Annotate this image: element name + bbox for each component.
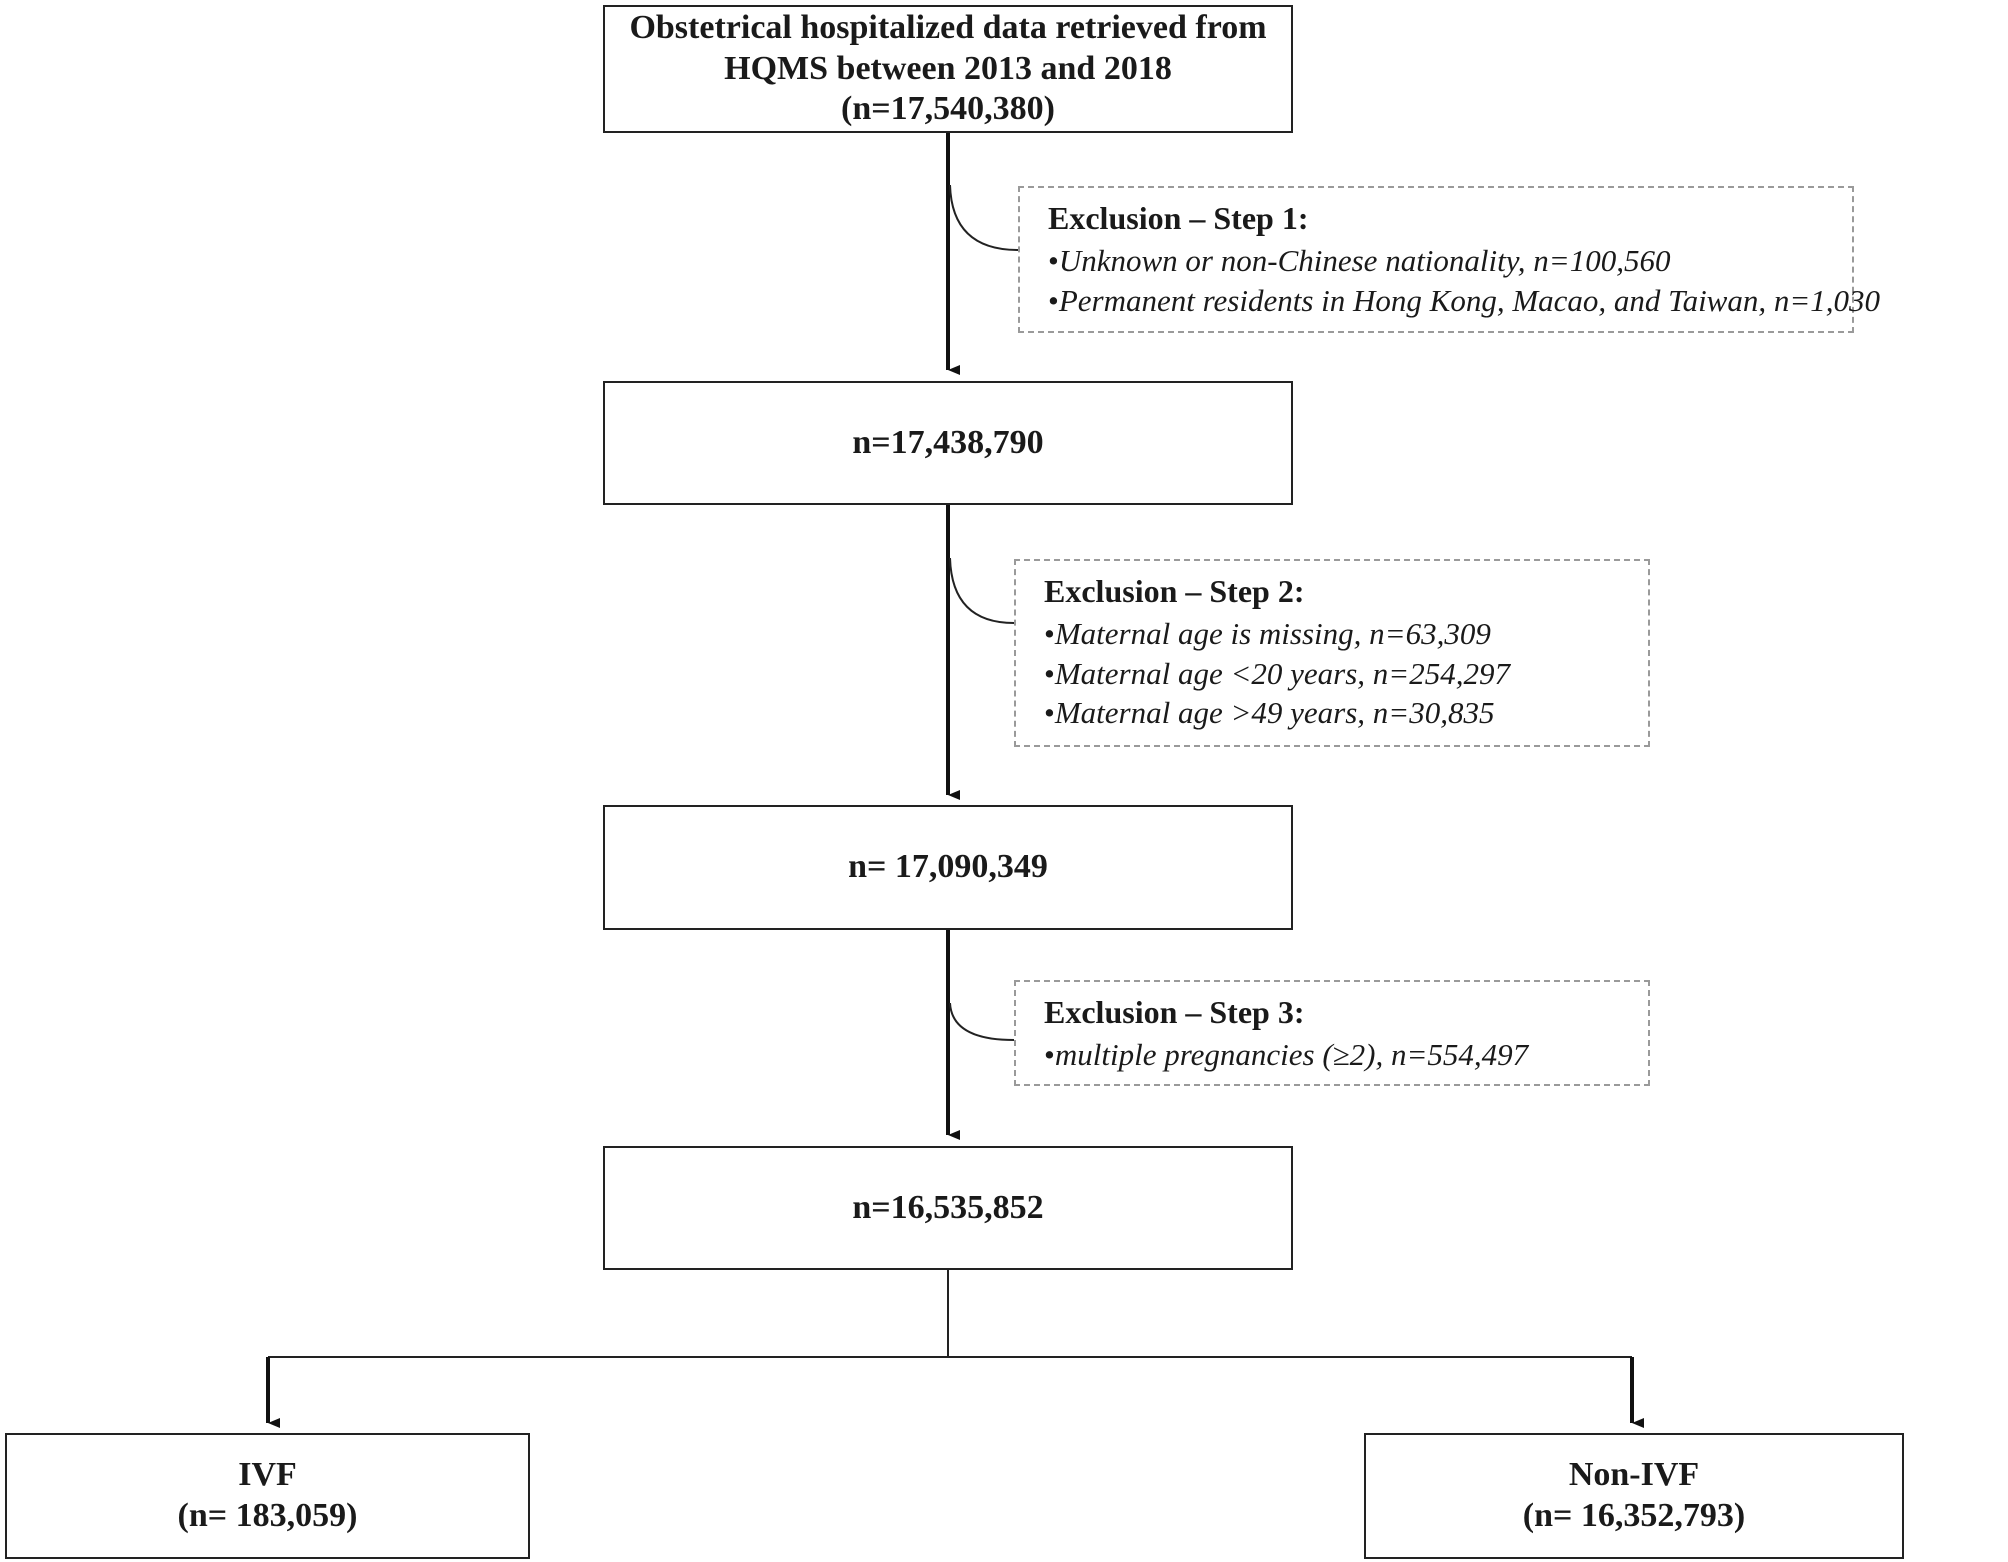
- exclusion-step1-title: Exclusion – Step 1:: [1048, 200, 1309, 236]
- non-ivf-box: Non-IVF (n= 16,352,793): [1364, 1433, 1904, 1559]
- exclusion-step1-item-text: Permanent residents in Hong Kong, Macao,…: [1058, 282, 1881, 318]
- bullet-mark: •: [1048, 282, 1059, 318]
- after-step3-count: n=16,535,852: [852, 1188, 1044, 1226]
- exclusion-step3-item: •multiple pregnancies (≥2), n=554,497: [1044, 1035, 1632, 1075]
- non-ivf-label: Non-IVF: [1568, 1456, 1700, 1494]
- exclusion-step2-item: •Maternal age is missing, n=63,309: [1044, 614, 1632, 654]
- after-step2-box: n= 17,090,349: [603, 805, 1293, 930]
- exclusion-step1-item-text: Unknown or non-Chinese nationality, n=10…: [1058, 242, 1671, 278]
- bullet-mark: •: [1044, 615, 1055, 651]
- exclusion-step2-box: Exclusion – Step 2: •Maternal age is mis…: [1014, 559, 1650, 747]
- exclusion-step2-item-text: Maternal age >49 years, n=30,835: [1054, 695, 1495, 731]
- exclusion-step3-box: Exclusion – Step 3: •multiple pregnancie…: [1014, 980, 1650, 1086]
- after-step1-count: n=17,438,790: [852, 423, 1044, 461]
- exclusion-step1-box: Exclusion – Step 1: •Unknown or non-Chin…: [1018, 186, 1880, 333]
- branch-to-exclusion-1: [949, 184, 1019, 251]
- ivf-box: IVF (n= 183,059): [5, 1433, 530, 1559]
- bullet-mark: •: [1044, 655, 1055, 691]
- exclusion-step3-title: Exclusion – Step 3:: [1044, 994, 1305, 1030]
- start-box-line3: (n=17,540,380): [841, 90, 1055, 128]
- bullet-mark: •: [1044, 695, 1055, 731]
- exclusion-step2-title: Exclusion – Step 2:: [1044, 573, 1305, 609]
- after-step1-box: n=17,438,790: [603, 381, 1293, 505]
- bullet-mark: •: [1044, 1036, 1055, 1072]
- exclusion-step1-item: •Permanent residents in Hong Kong, Macao…: [1048, 281, 1880, 321]
- exclusion-step2-item: •Maternal age >49 years, n=30,835: [1044, 693, 1632, 733]
- non-ivf-count: (n= 16,352,793): [1522, 1497, 1746, 1534]
- exclusion-step2-item-text: Maternal age <20 years, n=254,297: [1054, 655, 1510, 691]
- exclusion-step2-item-text: Maternal age is missing, n=63,309: [1054, 615, 1491, 651]
- exclusion-step3-item-text: multiple pregnancies (≥2), n=554,497: [1054, 1036, 1529, 1072]
- after-step2-count: n= 17,090,349: [848, 848, 1048, 886]
- start-box: Obstetrical hospitalized data retrieved …: [603, 5, 1293, 133]
- start-box-line2: HQMS between 2013 and 2018: [724, 49, 1172, 87]
- exclusion-step1-item: •Unknown or non-Chinese nationality, n=1…: [1048, 241, 1836, 281]
- ivf-count: (n= 183,059): [177, 1497, 358, 1534]
- exclusion-step2-item: •Maternal age <20 years, n=254,297: [1044, 654, 1632, 694]
- start-box-line1: Obstetrical hospitalized data retrieved …: [629, 8, 1267, 46]
- branch-to-exclusion-3: [949, 1002, 1015, 1041]
- bullet-mark: •: [1048, 242, 1059, 278]
- branch-to-exclusion-2: [949, 557, 1015, 624]
- after-step3-box: n=16,535,852: [603, 1146, 1293, 1270]
- ivf-label: IVF: [238, 1456, 297, 1494]
